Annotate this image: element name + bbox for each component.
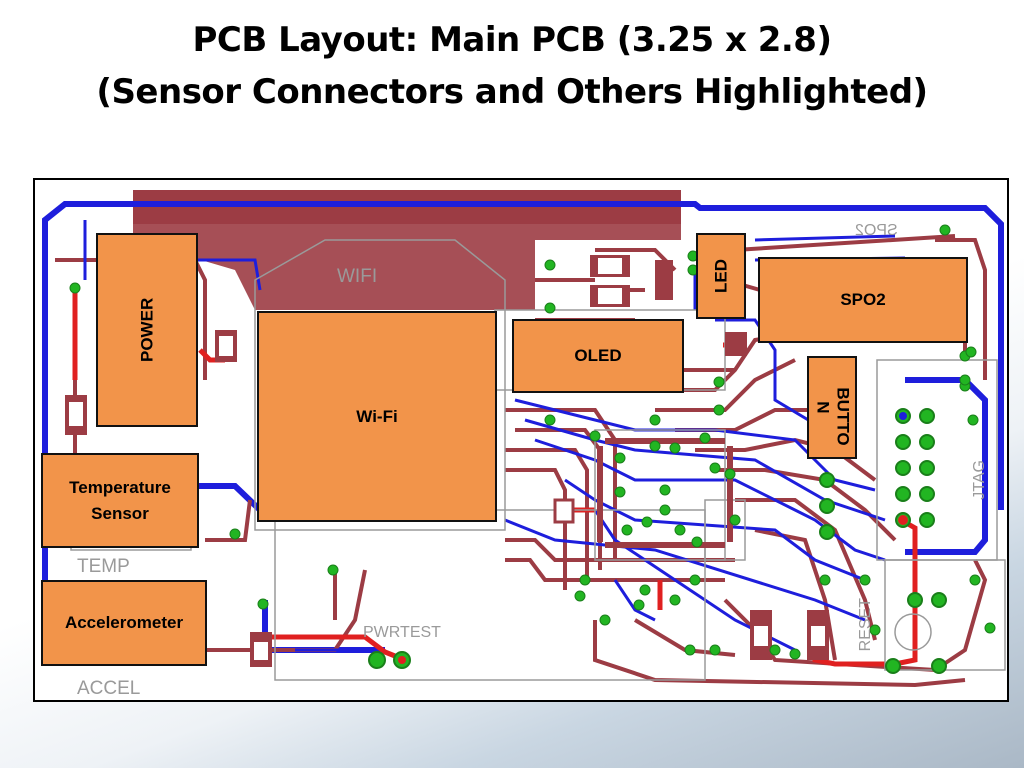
reset-button-outline xyxy=(894,613,932,651)
button-label: BUTTO N xyxy=(813,387,853,446)
jtag-header xyxy=(895,408,935,528)
jtag-pin1 xyxy=(899,412,907,420)
copper-pour-wedge xyxy=(133,224,681,310)
spo2-component: SPO2 xyxy=(758,257,968,343)
silk-accel: ACCEL xyxy=(77,678,141,699)
led-label: LED xyxy=(711,259,731,293)
silk-temp: TEMP xyxy=(77,556,130,577)
silk-reset: RESET xyxy=(857,598,874,652)
oled-component: OLED xyxy=(512,319,684,393)
jtag-vcc-pin xyxy=(898,515,908,525)
oled-label: OLED xyxy=(574,346,622,366)
silk-jtag: JTAG xyxy=(971,460,988,500)
silk-spo2-mirror: SPO2 xyxy=(855,222,898,239)
pwrtest-pad-2-core xyxy=(398,656,406,664)
vias xyxy=(69,224,996,660)
wifi-label: Wi-Fi xyxy=(356,406,398,426)
pcb-board: WIFI TEMP ACCEL PWRTEST RESET JTAG SPO2 … xyxy=(33,178,1009,702)
slide-title-line1: PCB Layout: Main PCB (3.25 x 2.8) xyxy=(192,20,833,60)
reset-button xyxy=(885,592,947,674)
button-header xyxy=(819,472,835,540)
slide-title-line2: (Sensor Connectors and Others Highlighte… xyxy=(96,72,928,112)
power-component: POWER xyxy=(96,233,198,427)
pcb-traces xyxy=(42,190,1006,688)
accelerometer-label: Accelerometer xyxy=(64,613,184,633)
pwrtest-pad-1 xyxy=(368,651,386,669)
led-component: LED xyxy=(696,233,746,319)
silk-wifi: WIFI xyxy=(337,266,378,287)
button-component: BUTTO N xyxy=(807,356,857,459)
temperature-sensor-component: Temperature Sensor xyxy=(41,453,199,548)
silk-pwrtest: PWRTEST xyxy=(363,624,441,641)
smd-parts xyxy=(65,255,829,667)
spo2-label: SPO2 xyxy=(840,290,886,310)
accelerometer-component: Accelerometer xyxy=(41,580,207,666)
power-label: POWER xyxy=(137,297,157,363)
temperature-sensor-label: Temperature Sensor xyxy=(69,478,171,523)
mcu-pads xyxy=(597,438,733,548)
wifi-component: Wi-Fi xyxy=(257,311,497,522)
